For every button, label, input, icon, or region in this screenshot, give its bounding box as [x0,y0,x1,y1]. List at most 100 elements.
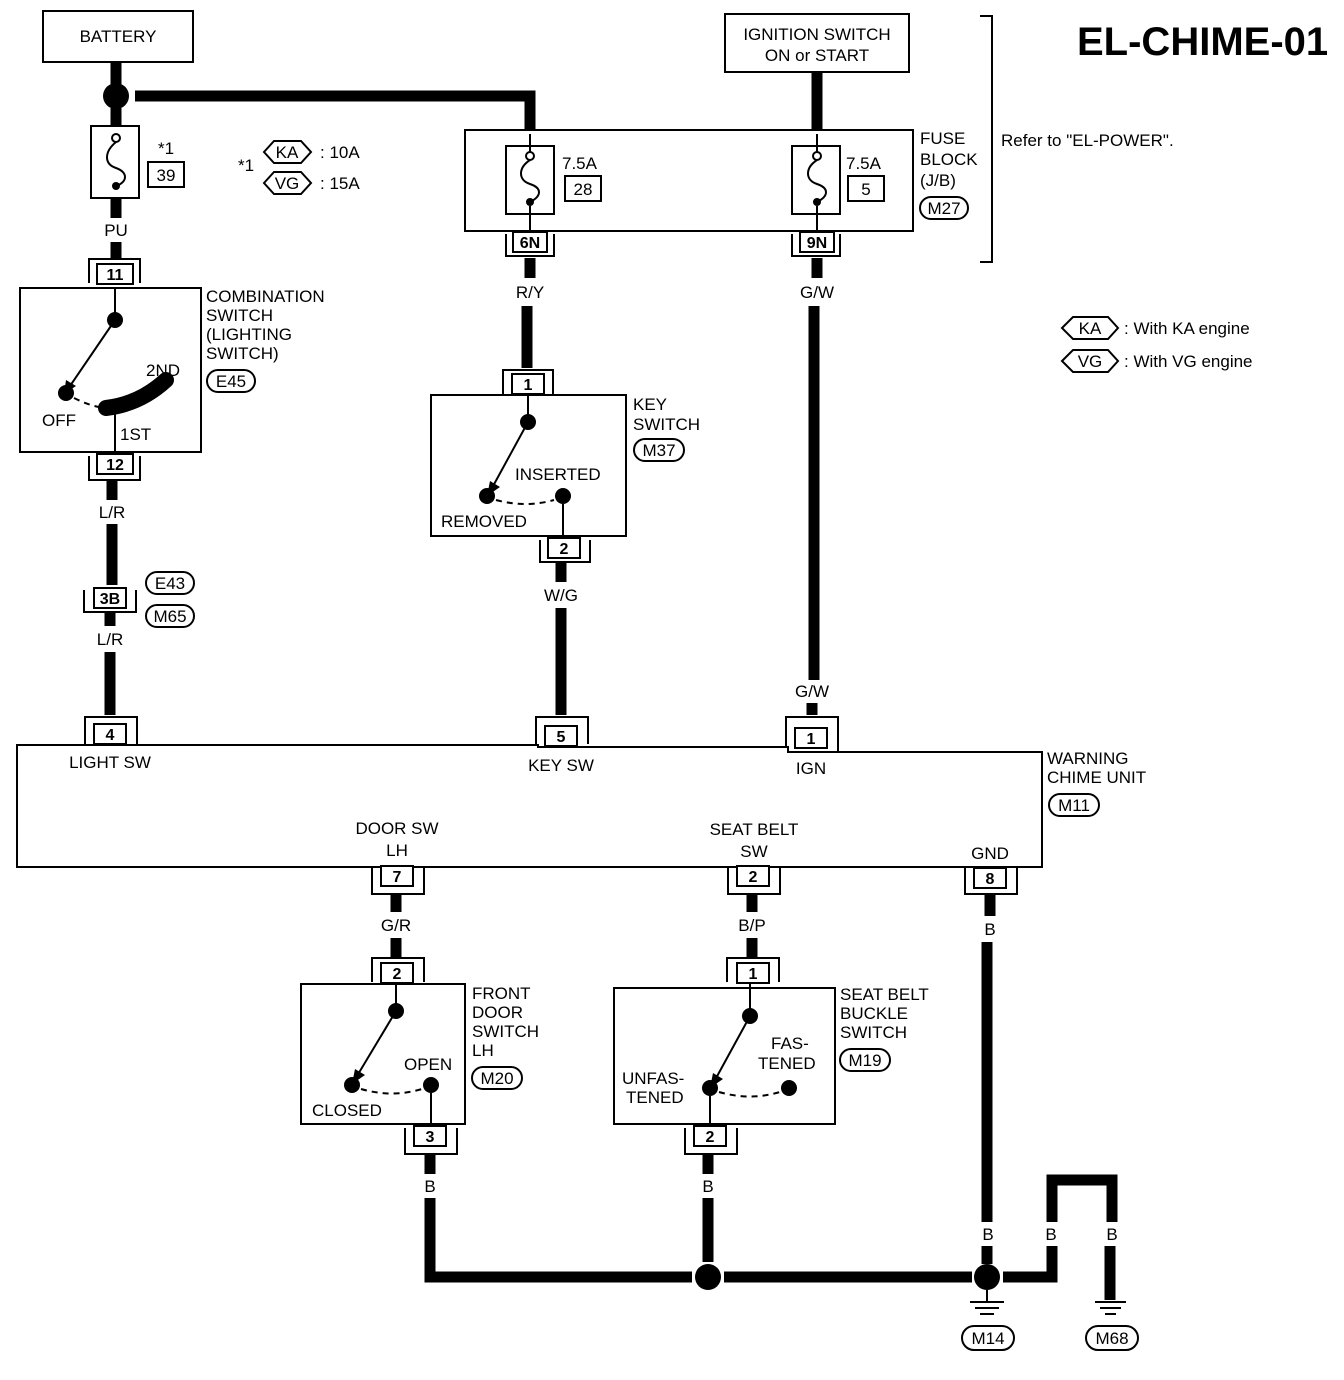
chime-term-key-sw: KEY SW [528,756,594,775]
joint-connector-a: E43 [155,574,185,593]
fuse-5-bottom-contact [813,198,821,206]
chime-term-door-sw-1: DOOR SW [355,819,438,838]
belt-label-3: SWITCH [840,1023,907,1042]
fuse-28-element [520,159,540,203]
fuse-39-element [106,141,126,187]
chime-label-2: CHIME UNIT [1047,768,1146,787]
chime-pin-1: 1 [807,731,816,748]
fuse-block-label-2: BLOCK [920,150,978,169]
key-pin1-bracket [502,369,554,394]
door-pin-3: 3 [426,1129,435,1146]
door-connector: M20 [480,1069,513,1088]
ka-rating-value: : 10A [320,143,360,162]
key-pos-inserted: INSERTED [515,465,601,484]
legend-ka-tag: KA [1079,319,1102,338]
terminal-6n-box [512,231,548,253]
fuse-block-connector: M27 [927,199,960,218]
fuse-28-top-contact [525,151,535,161]
seat-belt-switch-box [613,987,836,1125]
key-pos-removed: REMOVED [441,512,527,531]
chime-term-gnd: GND [971,844,1009,863]
fuse-39-number-box [147,161,185,188]
wire-color-ry: R/Y [516,283,544,302]
combo-pin-11: 11 [107,267,124,284]
combo-off-contact [58,385,74,401]
wire-color-wg: W/G [544,586,578,605]
ground-m14-shape [961,1325,1015,1351]
fuse-rating-mark: *1 [238,156,254,175]
joint-connector-b-shape [145,604,195,628]
fuse-28-number: 28 [574,180,593,199]
door-label-3: SWITCH [472,1022,539,1041]
fuse-39-top-contact [111,133,121,143]
fuse-39-note-mark: *1 [158,139,174,158]
battery-box [42,10,194,63]
chime-connector-shape [1048,793,1100,817]
diagram-title: EL-CHIME-01 [1077,20,1328,64]
door-pos-closed: CLOSED [312,1101,382,1120]
belt-pin-2: 2 [706,1129,715,1146]
combo-connector-shape [206,369,256,393]
chime-term-ign: IGN [796,759,826,778]
wire-junction-to-loop [1003,1246,1058,1283]
belt-pin1-box [736,962,770,984]
wire-color-gw-bottom: G/W [795,682,829,701]
fuse-5-number-box [847,175,885,202]
ka-tag-rating: KA [276,143,299,162]
joint-3b-box [93,587,127,609]
terminal-9n: 9N [807,235,827,252]
legend-vg-text: : With VG engine [1124,352,1253,371]
ground-m68: M68 [1095,1329,1128,1348]
fuse-block-connector-shape [919,196,969,220]
key-connector: M37 [642,441,675,460]
fuse-28-number-box [564,175,602,202]
key-pin-1: 1 [524,377,533,394]
terminal-9n-bracket [791,234,841,257]
belt-pin2-box [693,1125,727,1147]
ignition-line1: IGNITION SWITCH [743,25,890,44]
door-label-4: LH [472,1041,494,1060]
legend-ka-text: : With KA engine [1124,319,1250,338]
wire-color-lr-top: L/R [99,503,125,522]
ground-junction [974,1264,1000,1290]
door-label-2: DOOR [472,1003,523,1022]
chime-pin-7: 7 [393,869,402,886]
ground-m68-shape [1085,1325,1139,1351]
front-door-switch-box [300,983,466,1125]
wire-color-pu: PU [104,221,128,240]
joint-pin-3b: 3B [100,591,120,608]
chime-pin1-bracket [785,716,839,752]
belt-ground-junction [695,1264,721,1290]
fuse-block-label-1: FUSE [920,129,965,148]
joint-connector-a-shape [145,571,195,595]
fuse-28-bottom-contact [526,198,534,206]
door-pin3-box [413,1125,447,1147]
joint-connector-b: M65 [153,607,186,626]
fuse-5-rating: 7.5A [846,154,882,173]
chime-pin5-bracket [535,716,589,744]
chime-pin1-box [794,727,828,749]
combo-pin-12: 12 [106,457,124,474]
belt-pin1-bracket [726,957,780,982]
wire-color-b-ground-right: B [1106,1225,1117,1244]
legend-ka-shape [1060,316,1120,340]
belt-pos-fastened-1: FAS- [771,1034,809,1053]
key-pin2-box [547,537,581,559]
combo-label-3: (LIGHTING [206,325,292,344]
belt-pos-unfastened-1: UNFAS- [622,1069,684,1088]
key-label-2: SWITCH [633,415,700,434]
fuse-5-top-contact [812,151,822,161]
wire-color-b-door: B [424,1177,435,1196]
chime-pin-2: 2 [749,869,758,886]
combo-contact-bar [98,372,174,416]
door-label-1: FRONT [472,984,531,1003]
chime-pin-4: 4 [106,727,115,744]
belt-contact-arm [714,1015,751,1081]
combo-pos-2nd: 2ND [146,361,180,380]
terminal-9n-box [799,231,835,253]
wire-color-b-ground-mid: B [1045,1225,1056,1244]
legend-vg-shape [1060,349,1120,373]
door-closed-contact [344,1077,360,1093]
wire-color-lr-bottom: L/R [97,630,123,649]
belt-connector-shape [839,1048,891,1072]
